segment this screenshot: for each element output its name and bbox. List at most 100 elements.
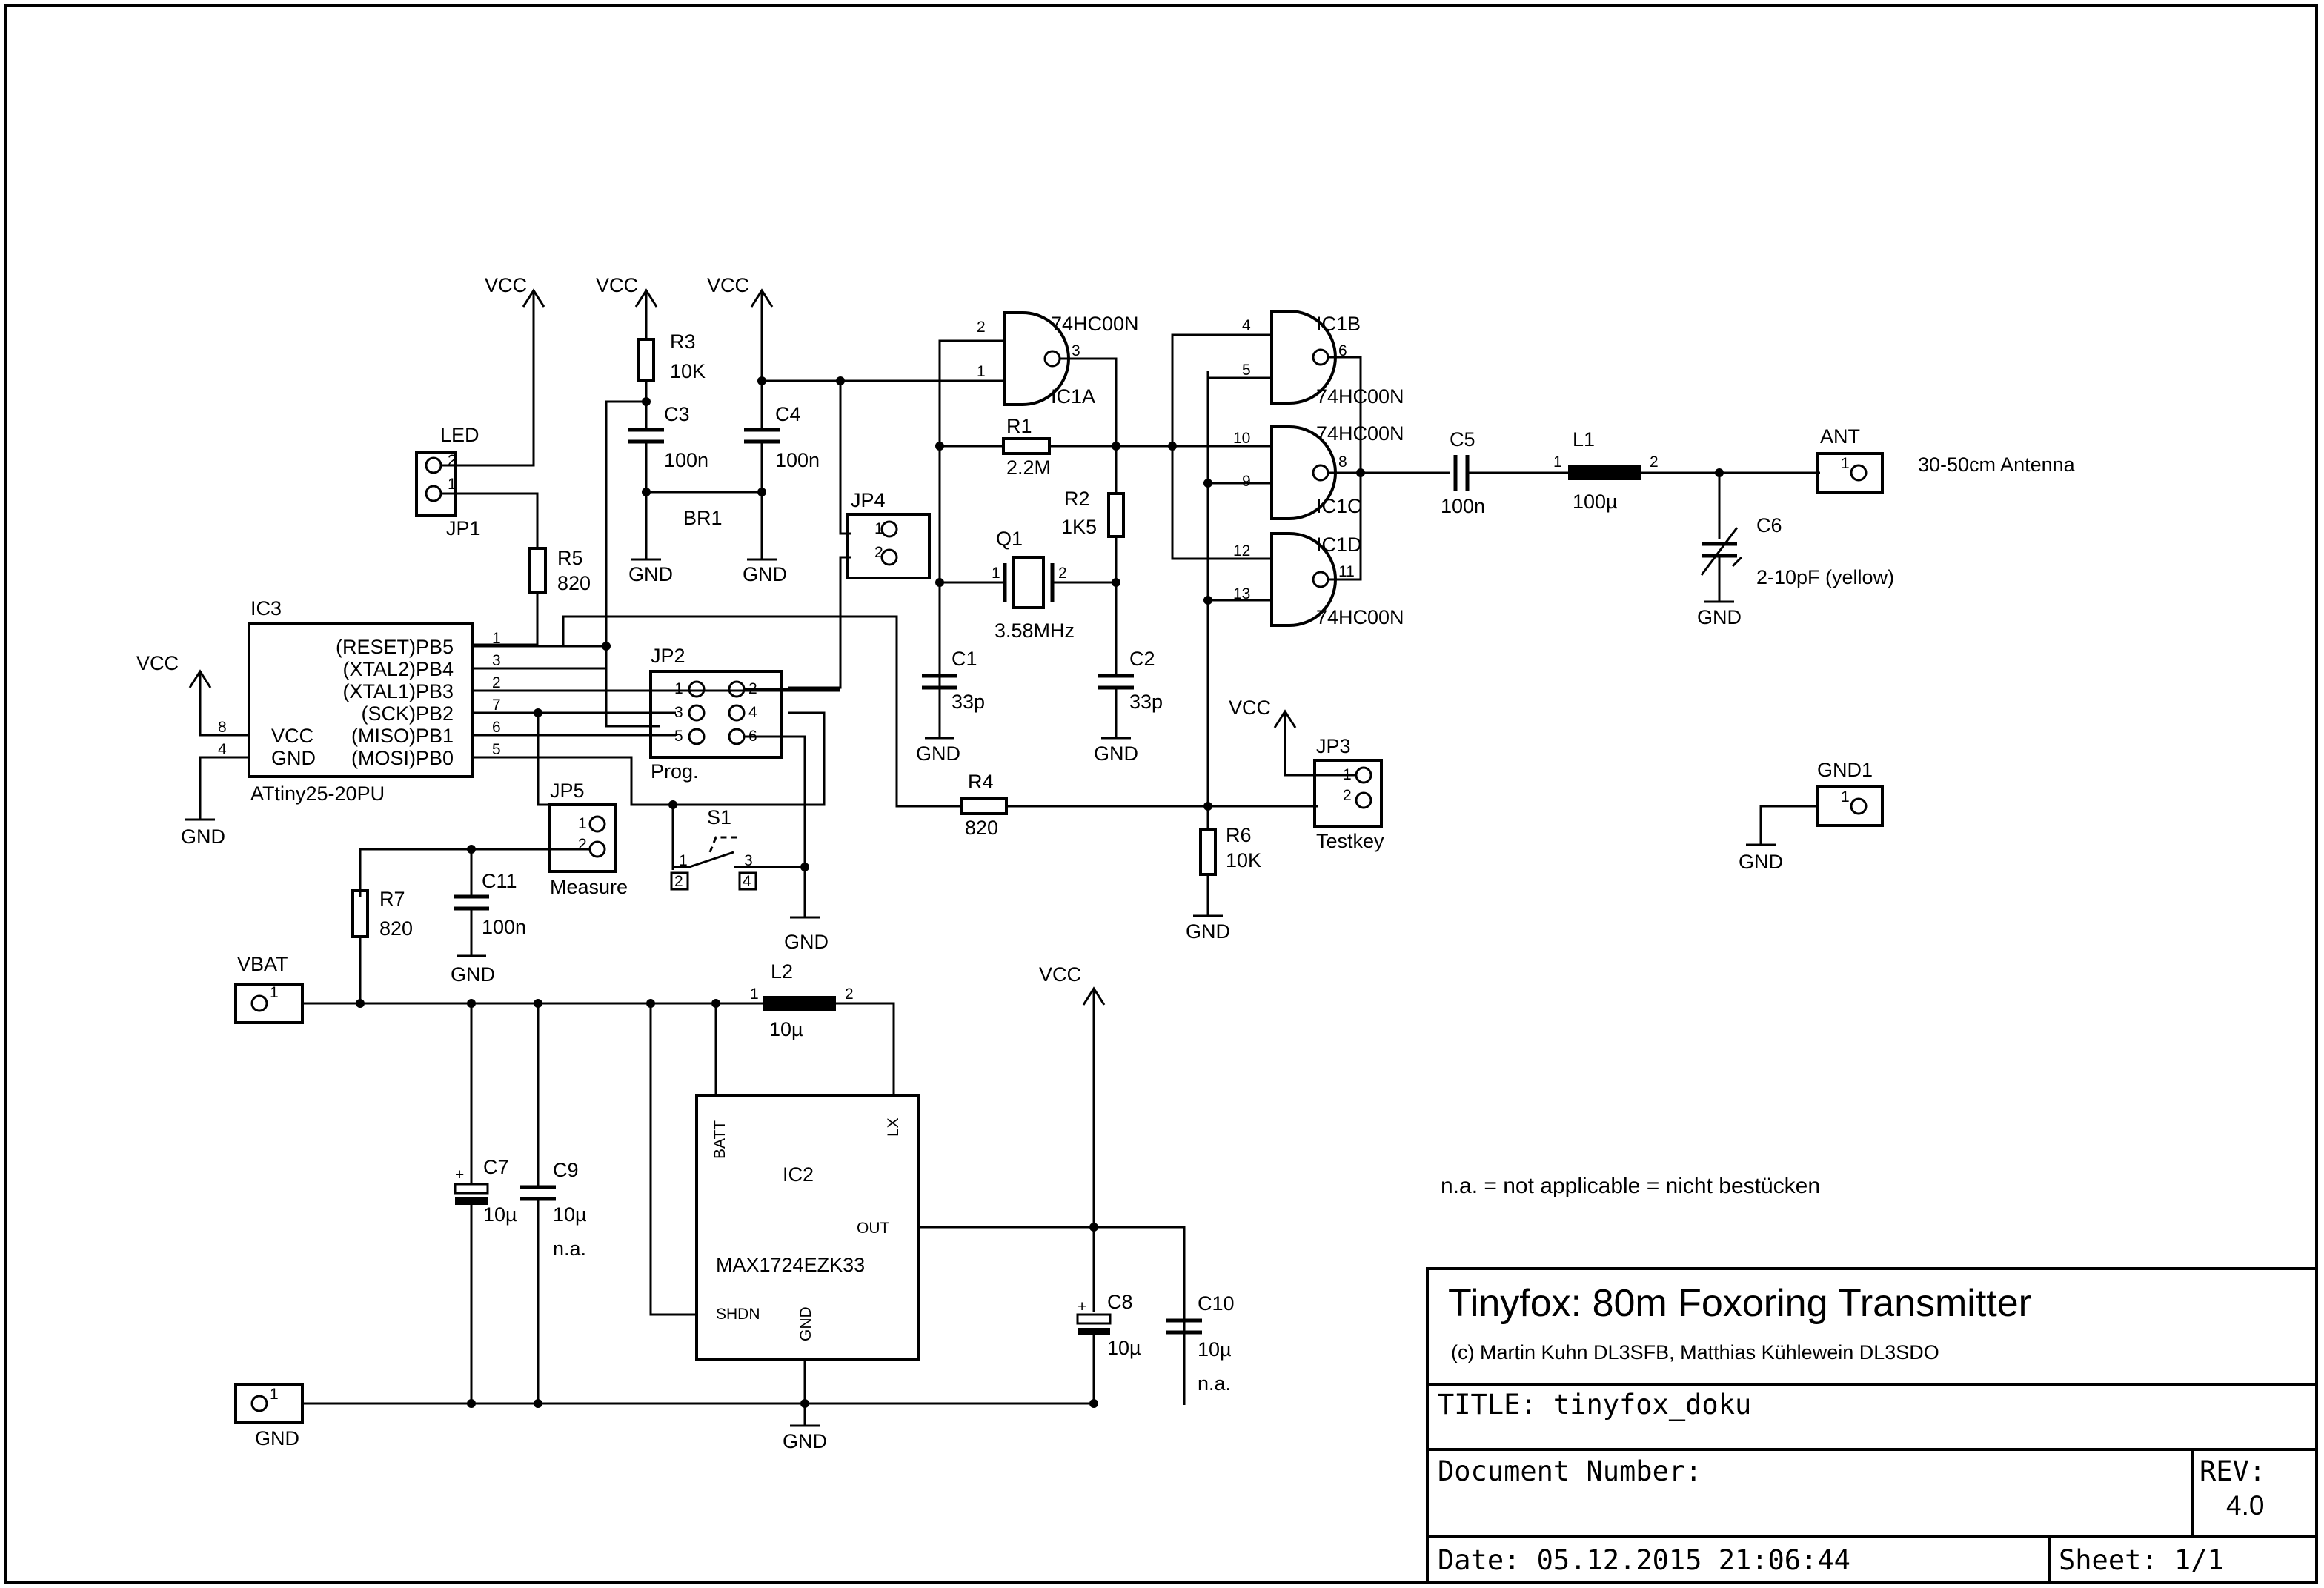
resistor-r5: R5 820 <box>528 547 591 594</box>
svg-text:VBAT: VBAT <box>237 953 288 975</box>
svg-text:2.2M: 2.2M <box>1006 456 1051 479</box>
trimmer-capacitor-c6: C6 2-10pF (yellow) <box>1700 514 1894 588</box>
svg-text:12: 12 <box>1233 542 1250 559</box>
ic3-attiny: IC3 ATtiny25-20PU (RESET)PB5 (XTAL2)PB4 … <box>218 597 501 805</box>
gnd-symbol-s1: GND <box>784 916 829 953</box>
rev-label: REV: <box>2200 1455 2265 1487</box>
jp3-testkey-connector: JP3 Testkey 1 2 <box>1313 735 1384 852</box>
svg-text:1: 1 <box>448 476 456 493</box>
ic3-ref: IC3 <box>250 597 282 619</box>
svg-text:2-10pF (yellow): 2-10pF (yellow) <box>1756 566 1894 588</box>
svg-text:9: 9 <box>1242 473 1251 490</box>
svg-text:(SCK)PB2: (SCK)PB2 <box>361 702 454 725</box>
drawing-frame <box>4 4 2318 1584</box>
svg-text:+: + <box>1078 1298 1086 1315</box>
title-block: Tinyfox: 80m Foxoring Transmitter (c) Ma… <box>1426 1267 2318 1584</box>
gnd-symbol-gnd1: GND <box>1739 843 1783 873</box>
svg-text:GND: GND <box>916 742 960 765</box>
svg-text:3: 3 <box>744 852 753 869</box>
svg-text:R6: R6 <box>1226 824 1252 846</box>
svg-text:2: 2 <box>1343 787 1352 804</box>
svg-text:10µ: 10µ <box>483 1203 517 1226</box>
svg-text:5: 5 <box>492 741 501 758</box>
na-note: n.a. = not applicable = nicht bestücken <box>1441 1174 1820 1198</box>
svg-text:GND: GND <box>797 1306 814 1341</box>
svg-text:R2: R2 <box>1064 488 1090 510</box>
svg-text:2: 2 <box>874 544 883 561</box>
svg-text:3.58MHz: 3.58MHz <box>995 619 1075 642</box>
jp2-ref: JP2 <box>651 645 685 667</box>
svg-text:Q1: Q1 <box>996 528 1023 550</box>
svg-text:GND: GND <box>1186 920 1230 943</box>
svg-text:1: 1 <box>674 680 683 697</box>
svg-text:100µ: 100µ <box>1573 491 1618 513</box>
svg-text:1: 1 <box>270 984 279 1001</box>
svg-text:10: 10 <box>1233 430 1250 447</box>
svg-text:8: 8 <box>1338 454 1347 471</box>
gnd-symbol-c2: GND <box>1094 737 1138 765</box>
svg-text:1: 1 <box>492 630 501 647</box>
svg-text:4: 4 <box>743 873 751 890</box>
svg-text:1: 1 <box>750 986 759 1003</box>
svg-text:4: 4 <box>1242 317 1251 334</box>
svg-text:C1: C1 <box>952 648 977 670</box>
svg-text:GND: GND <box>743 563 787 585</box>
capacitor-c11: C11 100n <box>454 870 526 938</box>
svg-text:VCC: VCC <box>1039 963 1081 986</box>
svg-text:GND: GND <box>783 1430 827 1452</box>
svg-text:C11: C11 <box>482 870 517 892</box>
inductor-l1: L1 100µ 1 2 <box>1553 428 1659 513</box>
antenna-connector: ANT 1 30-50cm Antenna <box>1816 425 2076 494</box>
svg-text:IC1B: IC1B <box>1316 313 1361 335</box>
capacitor-c8: + C8 10µ <box>1076 1291 1141 1359</box>
svg-text:1: 1 <box>992 565 1000 582</box>
rev-value: 4.0 <box>2226 1490 2264 1521</box>
svg-text:LX: LX <box>885 1117 902 1137</box>
svg-text:C10: C10 <box>1198 1292 1235 1315</box>
inductor-l2: L2 10µ 1 2 <box>750 960 854 1040</box>
svg-text:OUT: OUT <box>857 1220 890 1237</box>
br1-label: BR1 <box>683 507 723 529</box>
svg-text:n.a.: n.a. <box>553 1237 586 1260</box>
svg-text:3: 3 <box>674 704 683 721</box>
svg-text:L2: L2 <box>771 960 793 983</box>
document-number-field: Document Number: <box>1438 1455 1702 1487</box>
gnd-connector: 1 GND <box>234 1383 304 1449</box>
svg-text:1: 1 <box>1841 788 1850 805</box>
svg-text:4: 4 <box>218 741 227 758</box>
svg-text:4: 4 <box>748 704 757 721</box>
svg-text:820: 820 <box>965 817 998 839</box>
jp2-label: Prog. <box>651 760 699 783</box>
capacitor-c5: C5 100n <box>1441 428 1485 517</box>
vcc-arrow-ic3: VCC <box>136 652 212 688</box>
svg-text:1: 1 <box>270 1386 279 1403</box>
svg-text:10µ: 10µ <box>553 1203 587 1226</box>
svg-text:10µ: 10µ <box>769 1018 803 1040</box>
svg-text:C6: C6 <box>1756 514 1782 536</box>
svg-text:820: 820 <box>557 572 591 594</box>
ic3-part: ATtiny25-20PU <box>250 783 385 805</box>
gnd-symbol-r6: GND <box>1186 914 1230 943</box>
gnd-symbol-c1: GND <box>916 737 960 765</box>
jp1-led-connector: LED JP1 2 1 <box>415 424 481 539</box>
svg-text:R3: R3 <box>670 330 696 353</box>
svg-text:5: 5 <box>1242 362 1251 379</box>
vbat-connector: VBAT 1 <box>234 953 304 1024</box>
svg-text:VCC: VCC <box>485 274 527 296</box>
ic2-max1724: IC2 MAX1724EZK33 BATT LX OUT SHDN GND <box>695 1094 920 1361</box>
svg-text:JP3: JP3 <box>1316 735 1351 757</box>
svg-text:3: 3 <box>1072 342 1080 359</box>
gnd-symbol-c6: GND <box>1697 600 1742 628</box>
svg-text:C8: C8 <box>1107 1291 1133 1313</box>
capacitor-c3: C3 100n <box>628 403 708 471</box>
svg-text:3: 3 <box>492 652 501 669</box>
svg-text:GND: GND <box>628 563 673 585</box>
gnd1-connector: GND1 1 <box>1816 759 1884 827</box>
svg-text:74HC00N: 74HC00N <box>1316 606 1404 628</box>
capacitor-c1: C1 33p <box>922 648 985 713</box>
nand-gate-ic1d: IC1D 74HC00N 12 13 11 <box>1233 532 1404 628</box>
svg-text:JP5: JP5 <box>550 780 585 802</box>
crystal-q1: Q1 3.58MHz 1 2 <box>940 528 1116 642</box>
vcc-arrow-c4: VCC <box>707 274 774 308</box>
